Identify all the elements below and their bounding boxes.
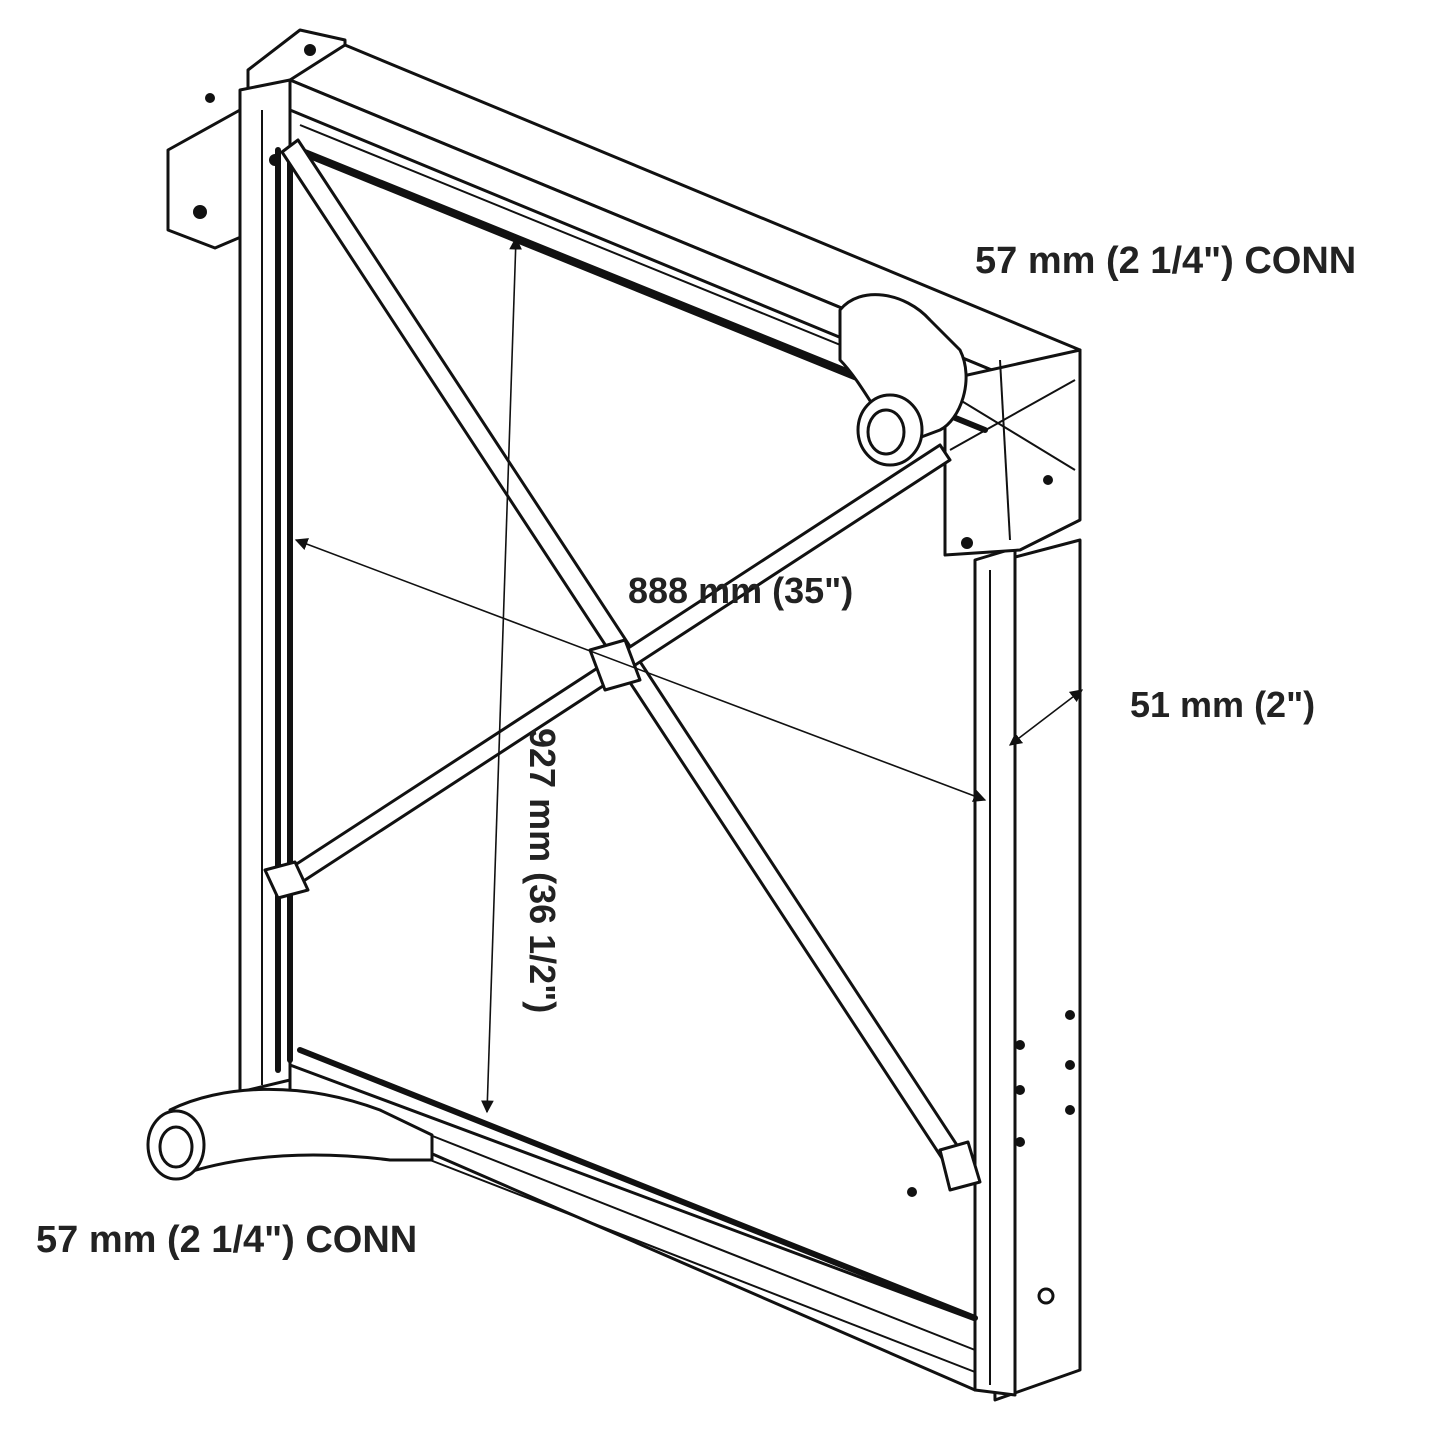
bottom-header-tank xyxy=(288,1047,978,1392)
thickness-dimension-line xyxy=(1008,689,1084,746)
left-side-tank xyxy=(238,78,292,1094)
width-label: 888 mm (35") xyxy=(628,570,853,611)
core-thickness-label: 51 mm (2") xyxy=(1130,684,1315,725)
width-dimension-line xyxy=(294,538,987,802)
height-dimension-line xyxy=(480,236,523,1114)
bottom-connection-label: 57 mm (2 1/4") CONN xyxy=(36,1219,417,1261)
top-outlet-pipe xyxy=(838,293,968,467)
top-connection-label: 57 mm (2 1/4") CONN xyxy=(975,240,1356,282)
bottom-inlet-pipe xyxy=(146,1087,434,1181)
height-label: 927 mm (36 1/2") xyxy=(522,728,563,1013)
right-side-column xyxy=(943,348,1082,1402)
